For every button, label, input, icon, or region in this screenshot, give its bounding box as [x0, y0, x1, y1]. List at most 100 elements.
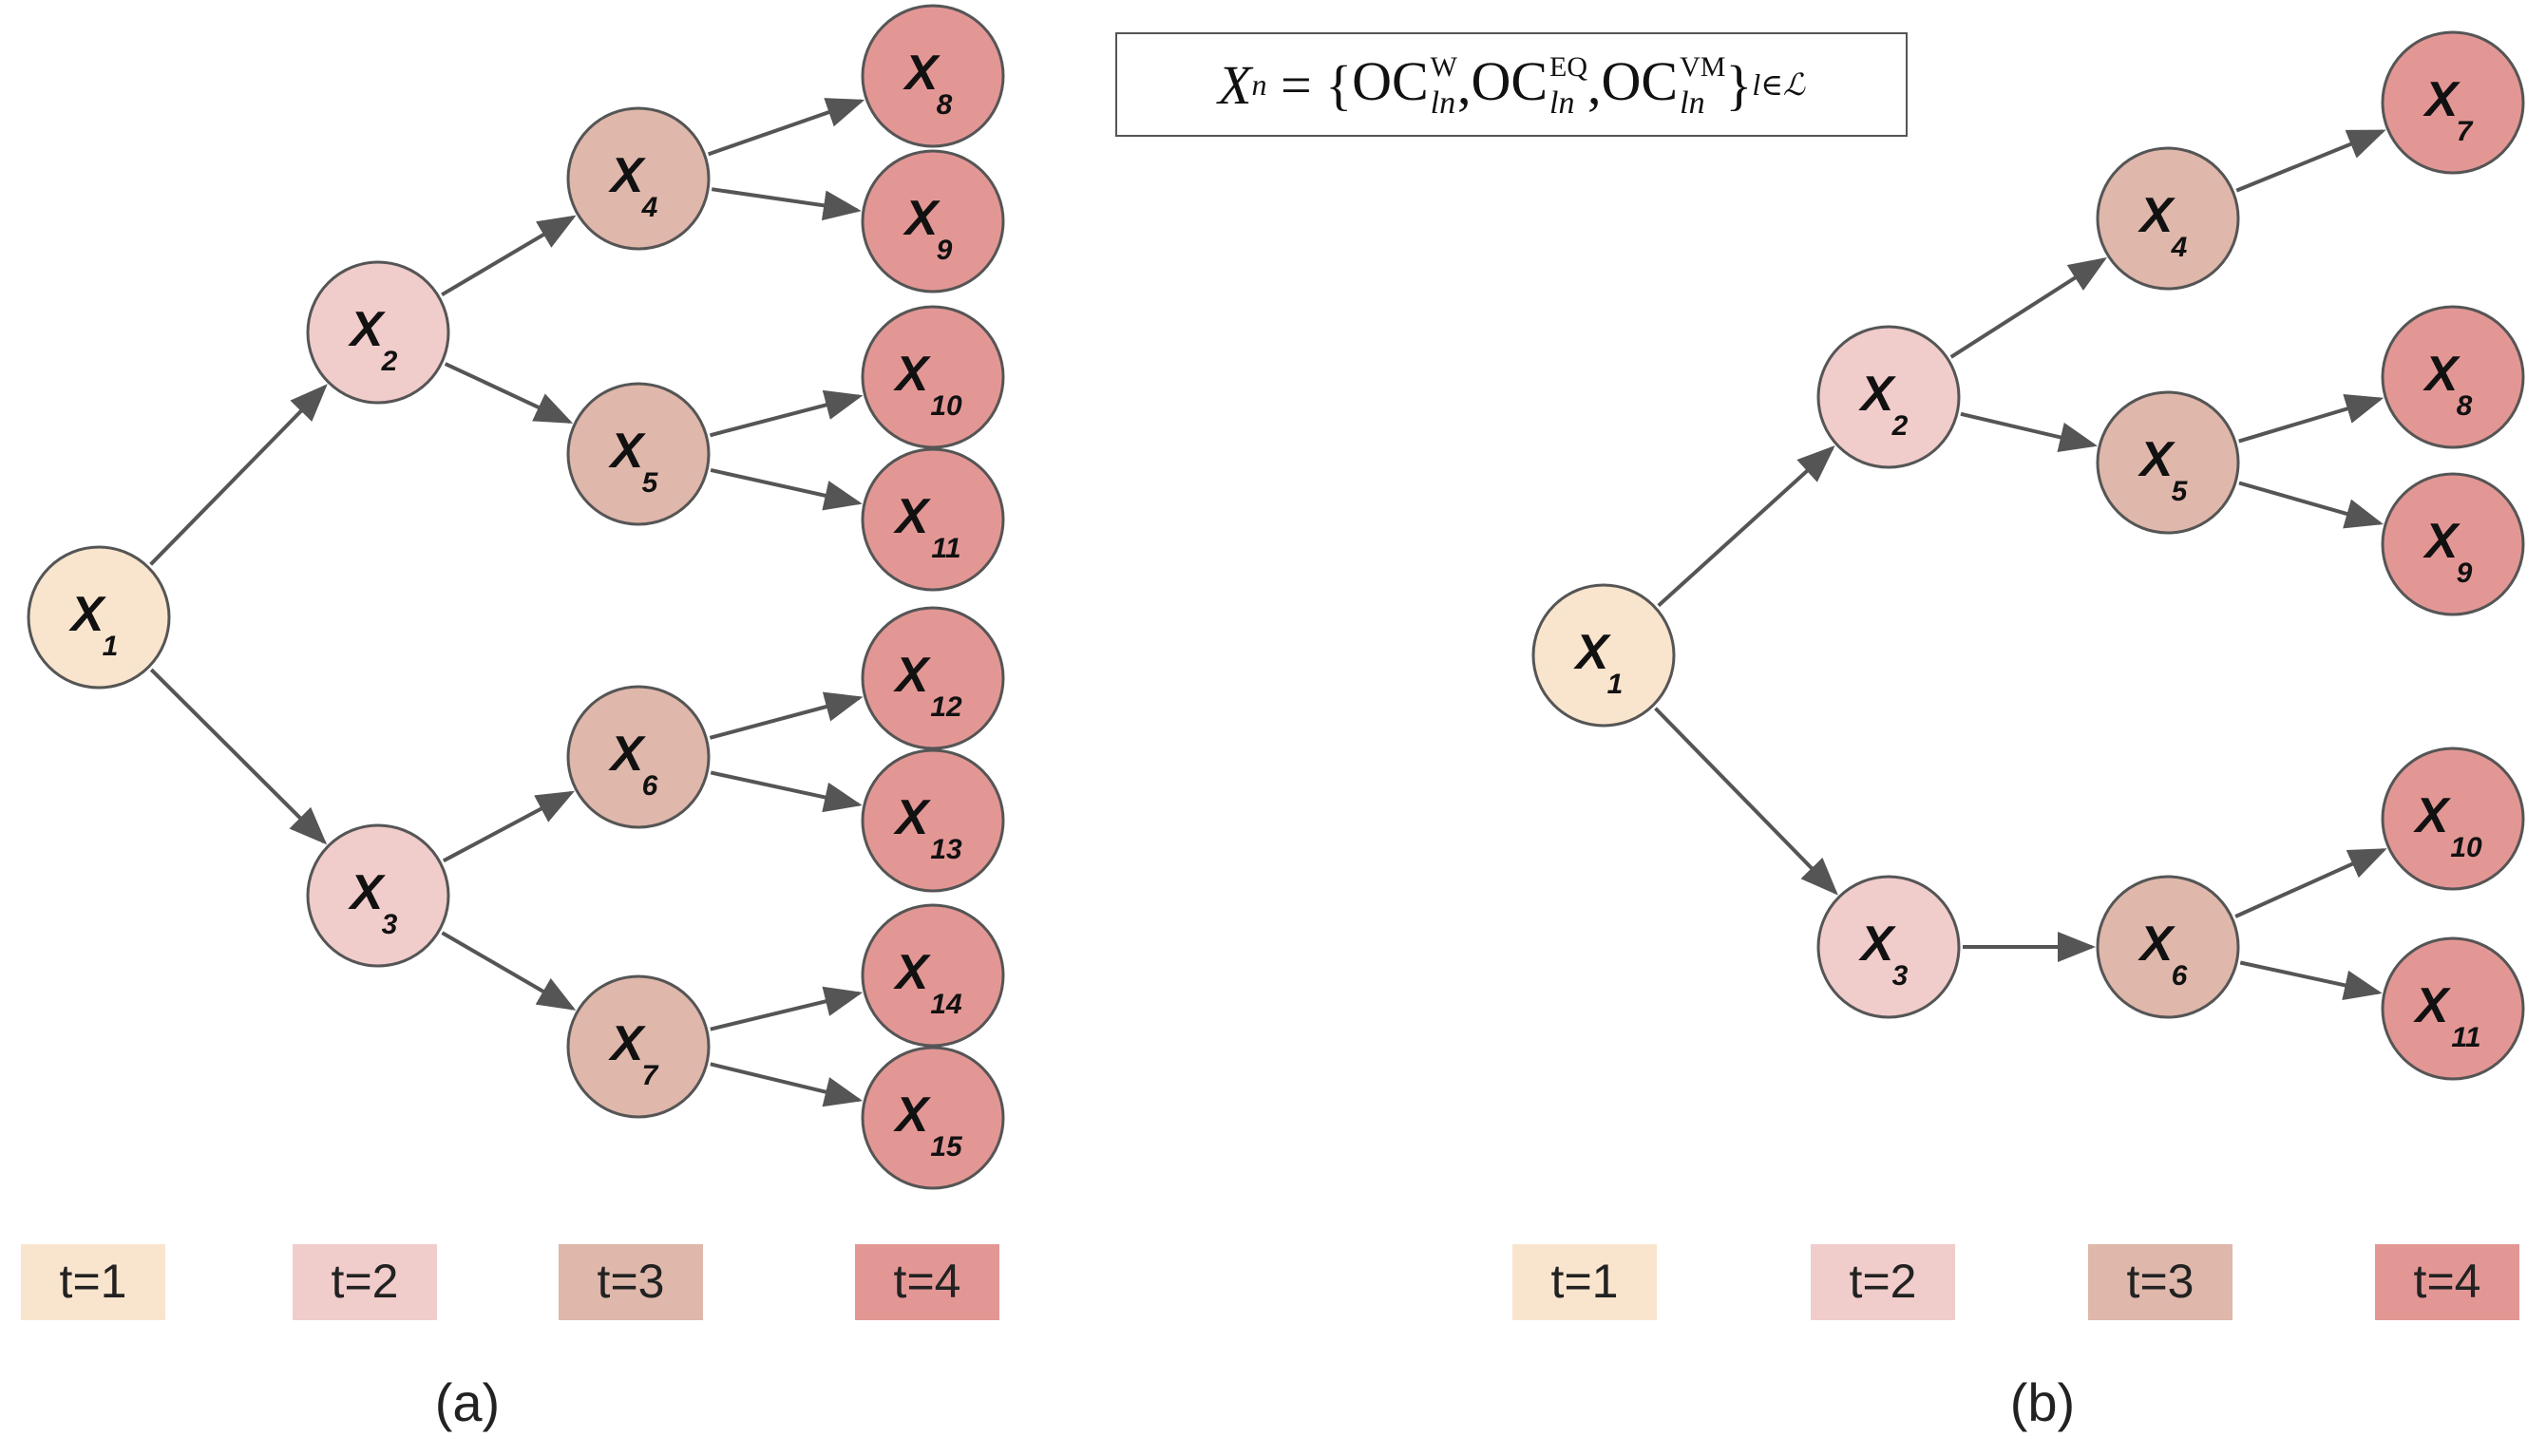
legend-swatch: [2375, 1244, 2519, 1320]
formula-lhs-sub: n: [1251, 66, 1267, 102]
edge-a-x2-to-x4: [441, 215, 577, 297]
legend-a-t3: t=3: [559, 1244, 703, 1320]
node-subscript: 9: [937, 235, 953, 266]
node-circle: [566, 685, 711, 829]
legend-b-t2: t=2: [1811, 1244, 1955, 1320]
node-circle: [2096, 146, 2240, 291]
node-var: X: [1858, 367, 1897, 422]
node-subscript: 11: [931, 533, 960, 564]
node-subscript: 13: [930, 834, 962, 865]
node-circle: [861, 903, 1005, 1048]
node-circle: [1816, 875, 1961, 1019]
legend-label: t=3: [598, 1255, 665, 1308]
legend-swatch: [559, 1244, 703, 1320]
node-var: X: [893, 489, 932, 544]
node-subscript: 4: [641, 192, 658, 223]
node-subscript: 11: [2451, 1022, 2480, 1053]
node-circle: [306, 260, 450, 405]
node-circle: [861, 4, 1005, 148]
legend-label: t=1: [60, 1255, 127, 1308]
node-subscript: 10: [2450, 832, 2482, 863]
formula-close: }: [1725, 53, 1753, 116]
node-var: X: [348, 302, 387, 357]
node-a-x3: X3: [306, 823, 450, 968]
node-b-x8: X8: [2381, 305, 2525, 449]
edge-a-x1-to-x3: [149, 668, 328, 845]
node-circle: [566, 106, 711, 251]
node-circle: [861, 1046, 1005, 1190]
legend-a-t2: t=2: [293, 1244, 437, 1320]
node-b-x2: X2: [1816, 325, 1961, 469]
node-subscript: 10: [930, 390, 962, 422]
legend-label: t=3: [2127, 1255, 2194, 1308]
node-b-x9: X9: [2381, 472, 2525, 616]
edge-a-x7-to-x14: [710, 986, 864, 1031]
node-subscript: 12: [930, 691, 962, 723]
node-var: X: [608, 1016, 647, 1071]
node-var: X: [1858, 917, 1897, 972]
legend-swatch: [21, 1244, 165, 1320]
node-circle: [2096, 390, 2240, 535]
edge-a-x3-to-x7: [441, 931, 577, 1011]
legend-a-t4: t=4: [855, 1244, 999, 1320]
edge-a-x4-to-x9: [711, 187, 862, 221]
node-a-x2: X2: [306, 260, 450, 405]
node-b-x11: X11: [2381, 936, 2525, 1081]
edge-a-x3-to-x6: [442, 790, 575, 863]
legend-a-t1: t=1: [21, 1244, 165, 1320]
node-circle: [2096, 875, 2240, 1019]
node-circle: [2381, 472, 2525, 616]
node-var: X: [893, 347, 932, 402]
node-a-x9: X9: [861, 149, 1005, 293]
node-a-x12: X12: [861, 606, 1005, 750]
node-b-x3: X3: [1816, 875, 1961, 1019]
node-circle: [1816, 325, 1961, 469]
node-circle: [2381, 747, 2525, 891]
edge-b-x2-to-x4: [1949, 256, 2107, 359]
node-var: X: [2138, 917, 2176, 972]
edge-a-x5-to-x10: [709, 389, 864, 438]
edge-a-x6-to-x13: [710, 770, 863, 813]
node-a-x11: X11: [861, 447, 1005, 592]
edge-a-x1-to-x2: [149, 384, 328, 566]
node-a-x10: X10: [861, 305, 1005, 449]
node-subscript: 14: [930, 989, 962, 1020]
edge-a-x2-to-x5: [444, 362, 574, 424]
node-subscript: 5: [2172, 476, 2189, 507]
node-var: X: [2413, 978, 2452, 1033]
node-var: X: [902, 191, 941, 246]
legend-label: t=2: [332, 1255, 399, 1308]
node-circle: [27, 545, 171, 690]
legend-b-t4: t=4: [2375, 1244, 2519, 1320]
node-subscript: 7: [2457, 116, 2474, 147]
legend-label: t=4: [894, 1255, 961, 1308]
formula-eq: = {: [1281, 53, 1353, 116]
node-subscript: 2: [1891, 410, 1909, 442]
node-var: X: [2138, 432, 2176, 487]
node-var: X: [2413, 788, 2452, 843]
edge-b-x6-to-x11: [2239, 960, 2383, 1001]
node-circle: [861, 748, 1005, 893]
node-subscript: 2: [381, 346, 398, 377]
legend-label: t=1: [1551, 1255, 1619, 1308]
node-circle: [861, 305, 1005, 449]
node-var: X: [68, 587, 107, 642]
node-var: X: [2138, 188, 2176, 243]
node-a-x13: X13: [861, 748, 1005, 893]
node-var: X: [893, 945, 932, 1000]
legend-swatch: [2088, 1244, 2232, 1320]
node-b-x1: X1: [1531, 583, 1676, 728]
node-var: X: [893, 790, 932, 845]
edge-a-x4-to-x8: [707, 98, 865, 157]
node-b-x6: X6: [2096, 875, 2240, 1019]
edge-b-x2-to-x5: [1960, 411, 2099, 453]
legend-swatch: [1512, 1244, 1657, 1320]
node-circle: [861, 606, 1005, 750]
node-subscript: 8: [2457, 390, 2473, 422]
node-circle: [566, 974, 711, 1119]
node-a-x14: X14: [861, 903, 1005, 1048]
